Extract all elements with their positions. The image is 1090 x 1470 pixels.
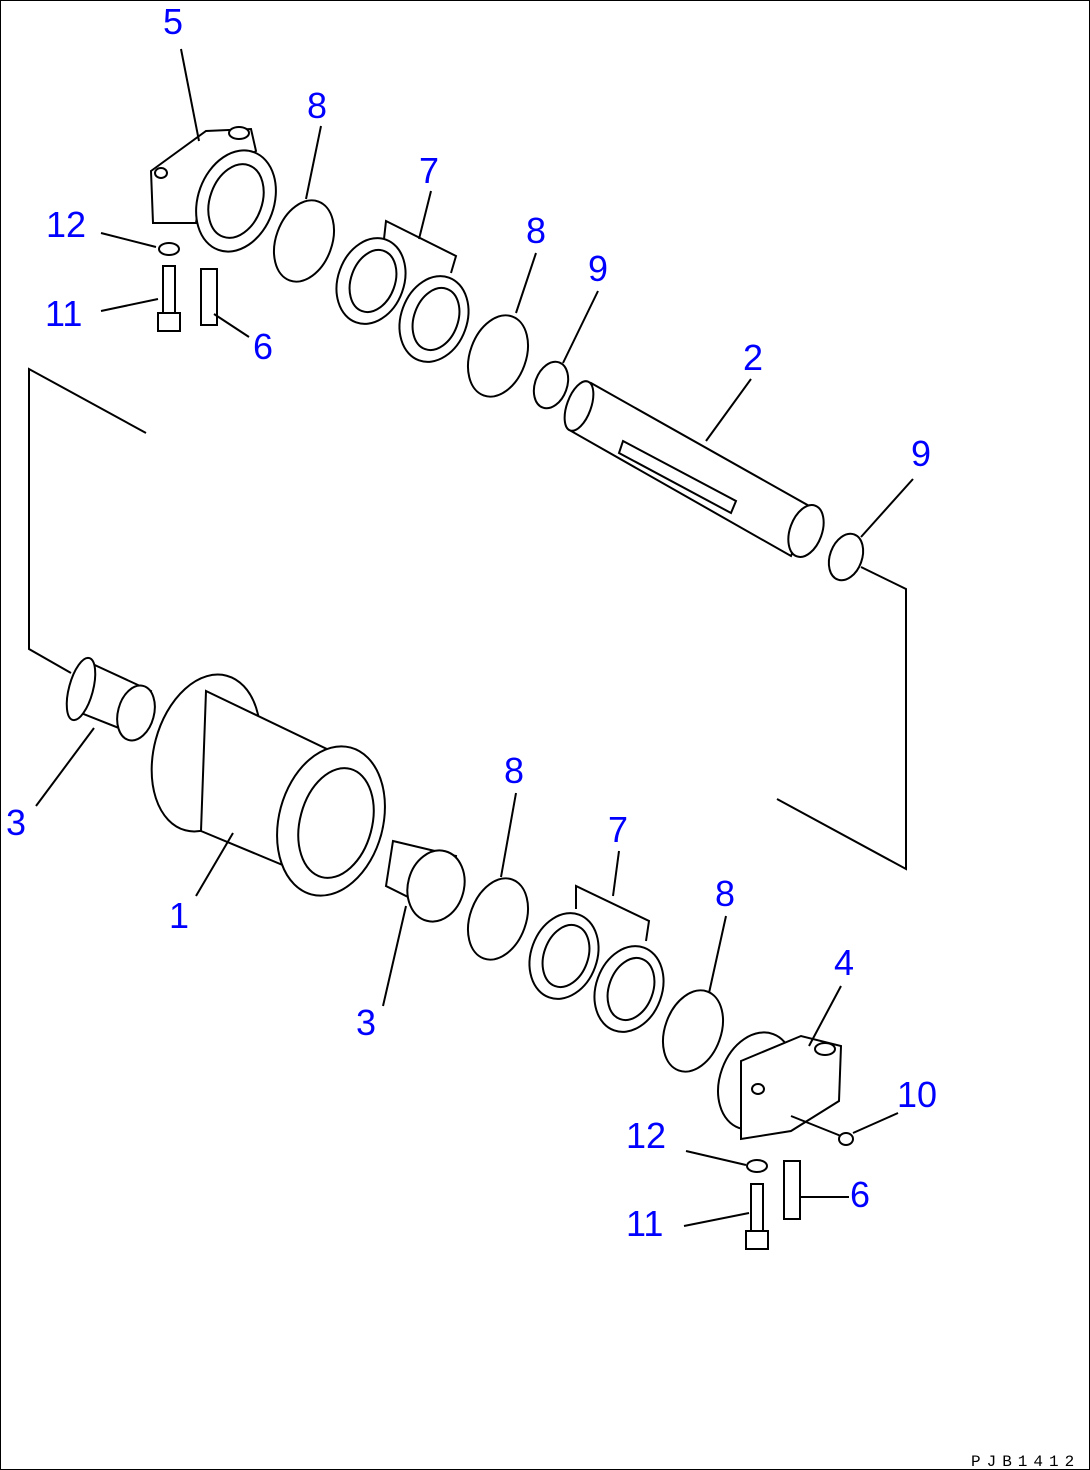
callout-9: 9: [911, 433, 931, 474]
callout-8: 8: [526, 210, 546, 251]
drawing-code: PJB1412: [971, 1453, 1080, 1470]
part-4-bracket: [717, 1031, 843, 1141]
callout-10: 10: [897, 1074, 937, 1115]
callout-8: 8: [504, 750, 524, 791]
part-7-seal-bottom: [528, 912, 665, 1033]
part-5-bracket: [149, 126, 277, 253]
part-8-oring: [273, 199, 335, 283]
part-12-washer-top: [158, 242, 180, 256]
callout-12: 12: [626, 1115, 666, 1156]
callout-1: 1: [169, 895, 189, 936]
part-7-seal-top: [335, 237, 470, 363]
part-11-bolt-top: [157, 265, 181, 332]
part-8-oring-3: [467, 877, 529, 961]
part-6-pin-bottom: [783, 1160, 801, 1220]
callout-8: 8: [715, 873, 735, 914]
part-10-screw: [790, 1115, 854, 1146]
callout-3: 3: [356, 1002, 376, 1043]
callout-8: 8: [307, 85, 327, 126]
callout-2: 2: [743, 337, 763, 378]
leader-lines: [35, 48, 914, 1227]
callout-6: 6: [850, 1174, 870, 1215]
callout-9: 9: [588, 248, 608, 289]
part-2-shaft: [563, 380, 825, 558]
part-11-bolt-bottom: [745, 1183, 769, 1250]
part-8-oring-2: [467, 314, 529, 398]
assembly-guide-line-left: [28, 367, 147, 674]
callout-5: 5: [163, 1, 183, 42]
assembly-guide-line-right: [776, 566, 907, 871]
part-6-pin-top: [200, 268, 218, 326]
callout-11: 11: [45, 293, 82, 334]
callout-3: 3: [6, 802, 26, 843]
part-3-bushing-left: [65, 656, 156, 742]
part-8-oring-4: [662, 989, 724, 1073]
callout-6: 6: [253, 326, 273, 367]
callout-7: 7: [419, 150, 439, 191]
part-9-ring-right: [827, 532, 865, 582]
part-9-ring-top: [532, 360, 570, 410]
callout-11: 11: [626, 1203, 663, 1244]
callout-7: 7: [608, 809, 628, 850]
part-1-roller: [150, 673, 386, 897]
part-12-washer-bottom: [746, 1159, 768, 1173]
part-3-bushing-right: [384, 839, 466, 923]
callout-4: 4: [834, 942, 854, 983]
callout-12: 12: [46, 204, 86, 245]
